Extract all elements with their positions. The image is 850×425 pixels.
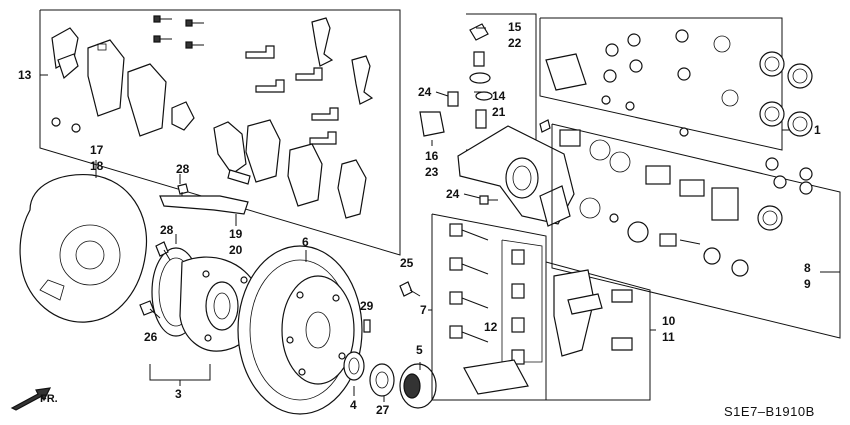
callout-13: 13 — [18, 68, 32, 82]
bolt-icon — [153, 15, 204, 49]
callout-19: 19 — [229, 227, 243, 241]
callout-12: 12 — [484, 320, 498, 334]
diagram-code: S1E7–B1910B — [724, 404, 815, 419]
callout-8: 8 — [804, 261, 811, 275]
callout-25: 25 — [400, 256, 414, 270]
caliper-bracket-group — [545, 261, 656, 401]
callout-27: 27 — [376, 403, 390, 417]
callout-6: 6 — [302, 235, 309, 249]
callout-10: 10 — [662, 314, 676, 328]
bracket-plate — [159, 195, 249, 226]
callout-1: 1 — [814, 123, 821, 137]
callout-28-upper: 28 — [176, 162, 190, 176]
callout-7: 7 — [420, 303, 427, 317]
callout-5: 5 — [416, 343, 423, 357]
hub-bearing — [149, 247, 262, 386]
callout-26: 26 — [144, 330, 158, 344]
callout-18: 18 — [90, 159, 104, 173]
front-direction-label: FR. — [40, 393, 58, 405]
piston-kit-group — [551, 123, 841, 339]
front-direction-arrow-icon — [10, 387, 52, 411]
callout-22: 22 — [508, 36, 522, 50]
callout-3: 3 — [175, 387, 182, 401]
callout-24-upper: 24 — [418, 85, 432, 99]
callout-labels: 1 3 4 5 6 7 8 9 10 11 12 13 14 15 16 17 … — [18, 20, 821, 417]
caliper-body — [419, 13, 575, 227]
callout-21: 21 — [492, 105, 506, 119]
seal-kit-group — [539, 17, 813, 151]
callout-24-lower: 24 — [446, 187, 460, 201]
pin-kit-group — [428, 213, 547, 401]
callout-28-lower: 28 — [160, 223, 174, 237]
callout-11: 11 — [662, 330, 675, 344]
callout-29: 29 — [360, 299, 374, 313]
leader-lines — [175, 27, 486, 244]
small-parts — [343, 281, 437, 409]
splash-guard — [19, 160, 148, 323]
callout-20: 20 — [229, 243, 243, 257]
callout-15: 15 — [508, 20, 522, 34]
callout-23: 23 — [425, 165, 439, 179]
pad-kit-group — [39, 9, 401, 256]
callout-16: 16 — [425, 149, 439, 163]
callout-4: 4 — [350, 398, 357, 412]
callout-9: 9 — [804, 277, 811, 291]
callout-17: 17 — [90, 143, 104, 157]
callout-14: 14 — [492, 89, 506, 103]
brake-disc — [237, 245, 363, 415]
bolt-icon — [139, 183, 189, 319]
